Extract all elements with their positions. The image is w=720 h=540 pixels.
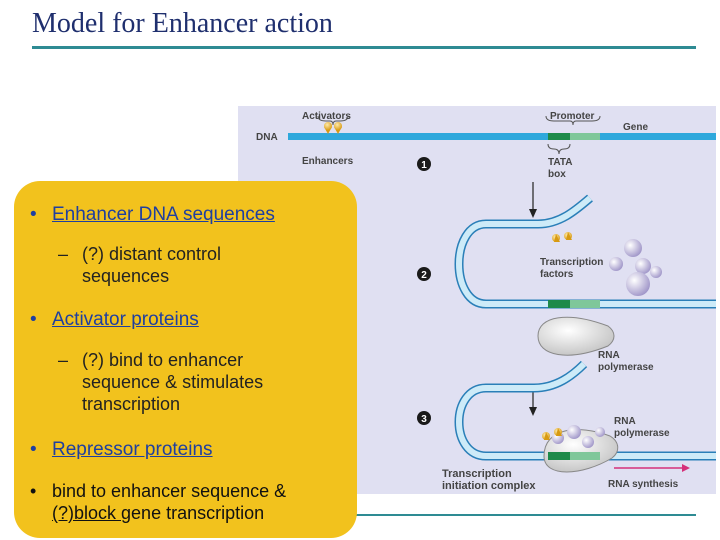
label-rna: RNA <box>598 350 620 361</box>
bullet-dot: • <box>30 481 37 501</box>
transcription-factor-spheres <box>609 239 662 296</box>
label-rna-synthesis: RNA synthesis <box>608 479 679 490</box>
label-gene: Gene <box>623 122 648 133</box>
bullet-activator-proteins-text: Activator proteins <box>52 309 199 330</box>
label-promoter: Promoter <box>550 111 595 122</box>
label-activators: Activators <box>302 111 351 122</box>
bullet-block-line2: (?)block gene transcription <box>52 502 264 524</box>
label-complex-line1: Transcription <box>442 468 512 480</box>
label-dna: DNA <box>256 132 278 143</box>
bound-factor-spheres <box>552 425 605 448</box>
tata-box-region-1 <box>548 133 570 140</box>
label-complex-line2: initiation complex <box>442 480 536 492</box>
label-transcription-2: Transcription <box>540 257 603 268</box>
activator-proteins-2 <box>552 232 572 242</box>
step-3-marker: 3 <box>417 411 431 425</box>
bottom-divider <box>350 514 696 516</box>
title-divider <box>32 46 696 49</box>
bullet-dot: • <box>30 439 37 460</box>
label-rna-3: RNA <box>614 416 636 427</box>
step-2-number: 2 <box>421 270 427 281</box>
step-1-number: 1 <box>421 160 427 171</box>
label-tata: TATA <box>548 157 572 168</box>
promoter-region-3 <box>548 452 600 460</box>
label-box: box <box>548 169 566 180</box>
bullet-repressor-proteins-text: Repressor proteins <box>52 439 213 460</box>
rna-polymerase-shape <box>537 316 615 356</box>
tata-box-region-2 <box>548 300 570 308</box>
activator-proteins-3 <box>542 428 562 440</box>
bullet-dot: • <box>30 309 37 330</box>
sub-bullet-dash: – <box>58 244 69 264</box>
notes-panel <box>14 181 357 538</box>
promoter-region-1 <box>548 133 600 140</box>
step-1-marker: 1 <box>417 157 431 171</box>
arrow-1 <box>529 182 537 218</box>
sub-bullet-dash: – <box>58 350 69 370</box>
bullet-enhancer-dna-text: Enhancer DNA sequences <box>52 204 275 225</box>
step-3-number: 3 <box>421 414 427 425</box>
step-2-marker: 2 <box>417 267 431 281</box>
dna-strand-1 <box>288 133 716 140</box>
tata-box-region-3 <box>548 452 570 460</box>
label-factors: factors <box>540 269 574 280</box>
label-polymerase: polymerase <box>598 362 654 373</box>
label-polymerase-3: polymerase <box>614 428 670 439</box>
activator-proteins-1 <box>324 122 342 134</box>
page-title: Model for Enhancer action <box>32 8 333 39</box>
sub-bullet-distant-control-text: (?) distant control sequences <box>82 244 222 286</box>
sub-bullet-bind-stimulate-text: (?) bind to enhancer sequence & stimulat… <box>82 350 264 414</box>
bullet-dot: • <box>30 204 37 225</box>
bullet-block-line1: bind to enhancer sequence & <box>52 481 287 501</box>
bullet-block-part2: gene transcription <box>121 503 265 523</box>
label-enhancers: Enhancers <box>302 156 354 167</box>
promoter-region-2 <box>548 300 600 308</box>
bullet-block-part1: (?)block <box>52 503 122 523</box>
